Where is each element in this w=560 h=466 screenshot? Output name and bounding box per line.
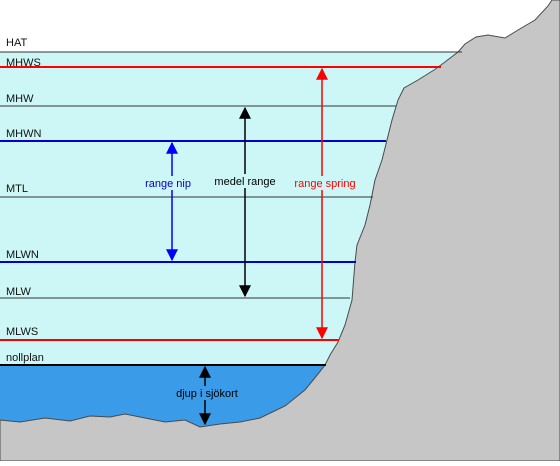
- mlws-label: MLWS: [6, 326, 38, 338]
- mhwn-label: MHWN: [6, 128, 41, 140]
- chart-depth-label-bg: [170, 386, 242, 400]
- medel-range-label-bg: [212, 174, 278, 188]
- mhw-label: MHW: [6, 93, 34, 105]
- range-nip-label: range nip: [145, 178, 191, 190]
- range-spring-label-bg: [292, 176, 358, 190]
- mtl-label: MTL: [6, 183, 28, 195]
- medel-range-label: medel range: [214, 176, 275, 188]
- nollplan-label: nollplan: [6, 352, 44, 364]
- range-spring-label: range spring: [294, 178, 355, 190]
- mlwn-label: MLWN: [6, 249, 39, 261]
- chart-depth-label: djup i sjökort: [176, 388, 238, 400]
- hat-label: HAT: [6, 37, 27, 49]
- mhws-label: MHWS: [6, 57, 41, 69]
- range-nip-label-bg: [140, 176, 196, 190]
- mlw-label: MLW: [6, 286, 31, 298]
